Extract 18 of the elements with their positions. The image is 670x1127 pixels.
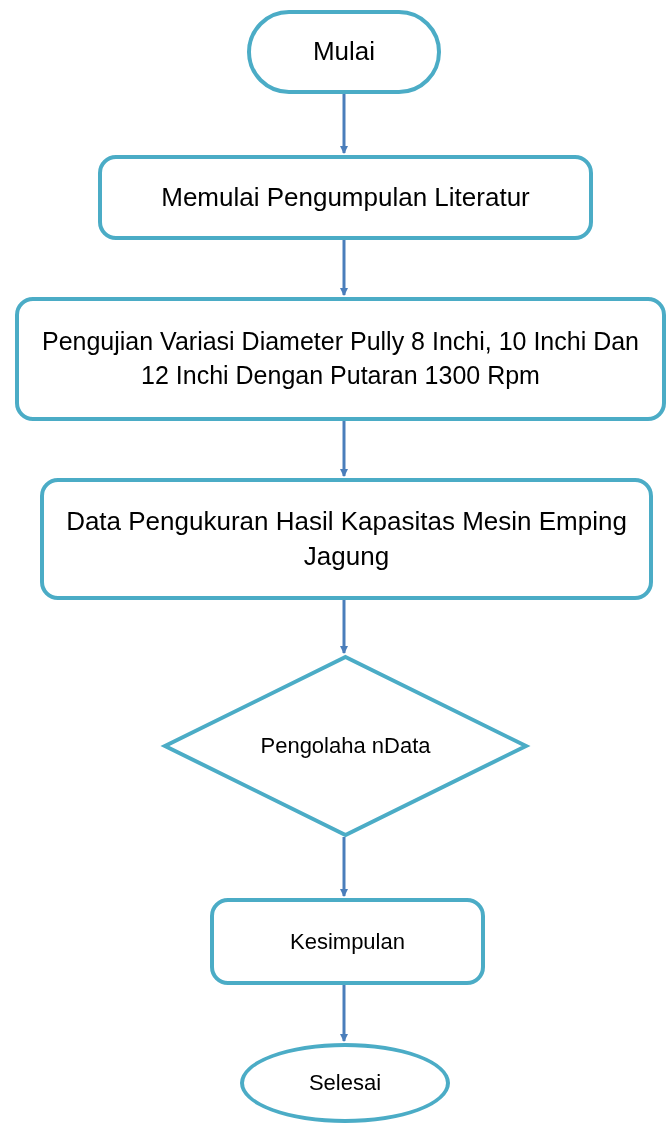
arrow (340, 600, 348, 654)
node-label: Pengujian Variasi Diameter Pully 8 Inchi, 10 Inchi Dan 12 Inchi Dengan Putaran 1300 Rpm (40, 326, 641, 391)
arrow (340, 985, 348, 1042)
node-label: Kesimpulan (290, 927, 405, 956)
node-label: Memulai Pengumpulan Literatur (161, 180, 530, 214)
node-label: Data Pengukuran Hasil Kapasitas Mesin Emping Jagung (65, 504, 628, 573)
process-box (98, 155, 593, 240)
decision-diamond (163, 655, 528, 837)
arrow (340, 94, 348, 154)
process-box (40, 478, 653, 600)
node-label: Selesai (308, 1069, 382, 1098)
arrow (340, 240, 348, 296)
node-label: Pengolaha nData (260, 732, 431, 761)
arrow (340, 421, 348, 477)
node-label: Mulai (312, 35, 376, 69)
arrow (340, 837, 348, 897)
process-box (210, 898, 485, 985)
process-box (15, 297, 666, 421)
